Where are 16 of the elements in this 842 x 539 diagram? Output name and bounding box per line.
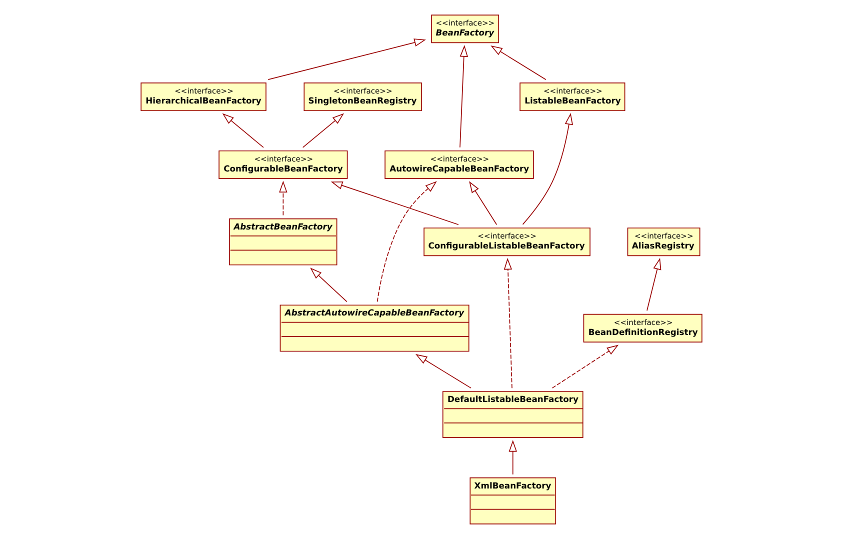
arrow [468,181,497,226]
arrow [503,258,512,389]
arrow [490,45,546,80]
arrow [459,45,468,148]
arrow [522,112,572,225]
arrow [222,113,264,148]
arrow [310,268,347,302]
arrow [278,180,287,216]
arrow [302,113,344,148]
arrow [508,440,516,475]
arrow [330,181,458,226]
arrow [551,344,618,388]
arrow [414,354,471,388]
arrow [646,258,661,312]
arrow [376,181,436,302]
arrow [267,38,426,80]
